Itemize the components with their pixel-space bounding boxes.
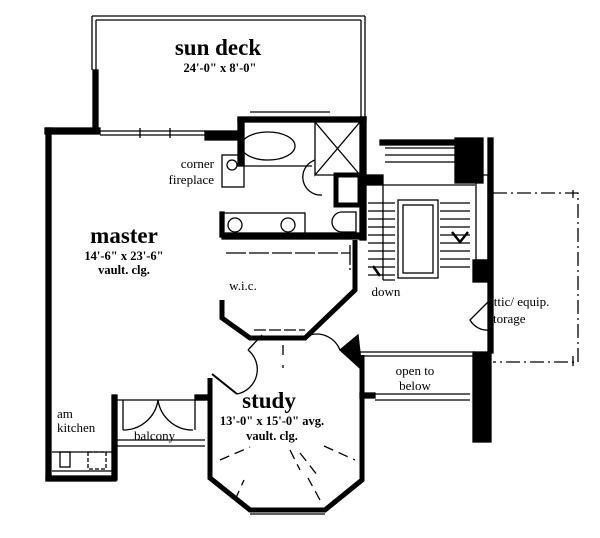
master-ceiling: vault. clg. xyxy=(98,263,150,277)
study-label: study xyxy=(242,388,296,413)
corner-fireplace-label-2: fireplace xyxy=(169,172,215,187)
attic-label-1: attic/ equip. xyxy=(488,294,549,309)
walls xyxy=(44,15,579,515)
sun-deck-wall xyxy=(92,69,99,131)
am-kitchen-label-1: am xyxy=(57,406,73,421)
sun-deck-label: sun deck xyxy=(175,35,261,60)
master-label: master xyxy=(90,223,158,248)
sun-deck-size: 24'-0" x 8'-0" xyxy=(184,61,257,75)
stair-arrow xyxy=(451,231,469,245)
master-size: 14'-6" x 23'-6" xyxy=(84,249,163,263)
open-to-below-label-1: open to xyxy=(396,363,435,378)
corner-fireplace-label-1: corner xyxy=(181,156,215,171)
sun-deck-railing xyxy=(91,15,366,118)
open-to-below-label-2: below xyxy=(399,378,431,393)
master-west-wall xyxy=(45,127,52,481)
attic-outline xyxy=(493,192,579,363)
wic-label: w.i.c. xyxy=(229,278,257,293)
stair-treads xyxy=(368,202,470,276)
down-label: down xyxy=(372,284,401,299)
balcony-label: balcony xyxy=(134,428,176,443)
am-kitchen-label-2: kitchen xyxy=(57,420,96,435)
study-size: 13'-0" x 15'-0" avg. xyxy=(220,414,324,428)
study-ceiling: vault. clg. xyxy=(246,429,298,443)
attic-label-2: storage xyxy=(488,311,526,326)
